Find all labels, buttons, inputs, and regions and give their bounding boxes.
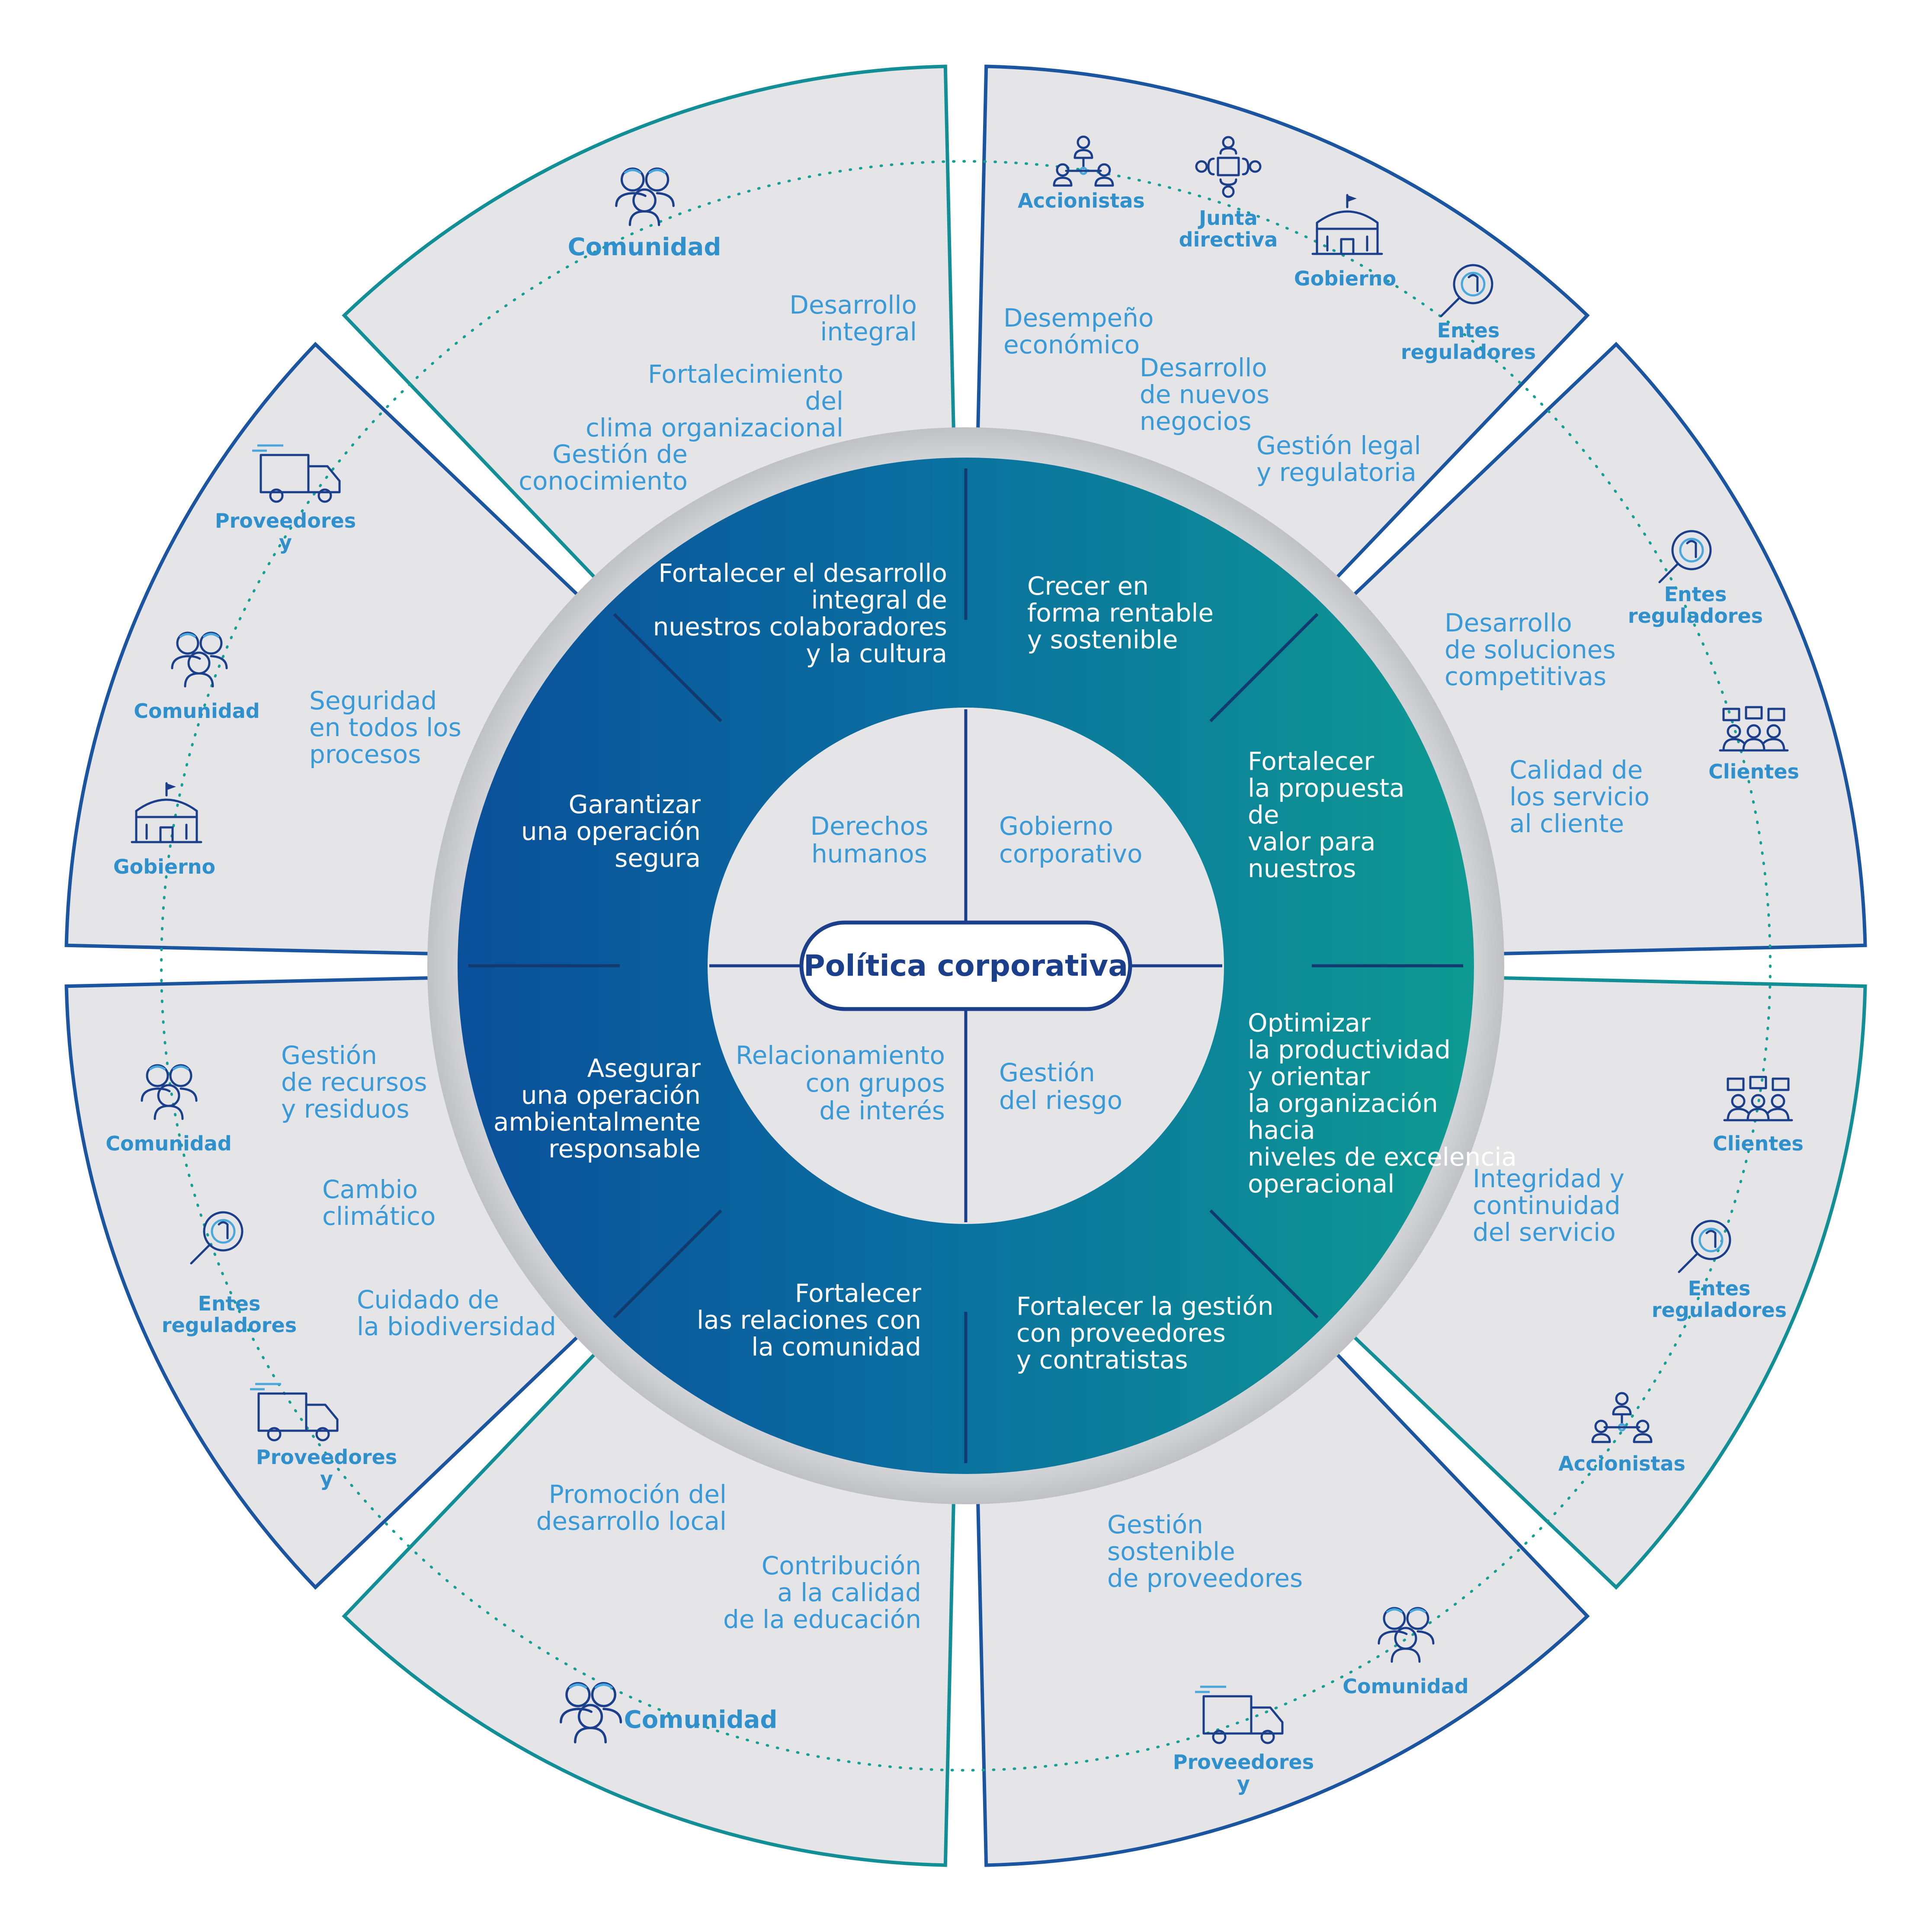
objectives-dividers (468, 468, 1463, 1463)
comunidad-s6-label: Comunidad (106, 1132, 231, 1155)
objective-divider-8 (613, 613, 722, 722)
gobierno-s1-label: Gobierno (1294, 267, 1396, 290)
comunidad-s4-label: Comunidad (1342, 1675, 1468, 1698)
gobierno-s7-label: Gobierno (113, 855, 215, 878)
accionistas-s1-label: Accionistas (1018, 189, 1145, 212)
objective-divider-6 (613, 1209, 722, 1319)
center-title: Política corporativa (804, 949, 1128, 983)
outer-ring (64, 64, 1867, 1867)
clientes-s3-label: Clientes (1713, 1132, 1804, 1155)
center-pill (799, 920, 1132, 1011)
objective-divider-4 (1209, 1209, 1319, 1319)
accionistas-s3-label: Accionistas (1558, 1452, 1685, 1475)
clientes-s2-label: Clientes (1708, 760, 1799, 783)
comunidad-s5-label: Comunidad (624, 1706, 778, 1734)
comunidad-s8-label: Comunidad (568, 233, 721, 261)
objective-divider-2 (1209, 613, 1319, 722)
comunidad-s7-label: Comunidad (134, 699, 260, 723)
dotted-orbit (160, 160, 1772, 1772)
